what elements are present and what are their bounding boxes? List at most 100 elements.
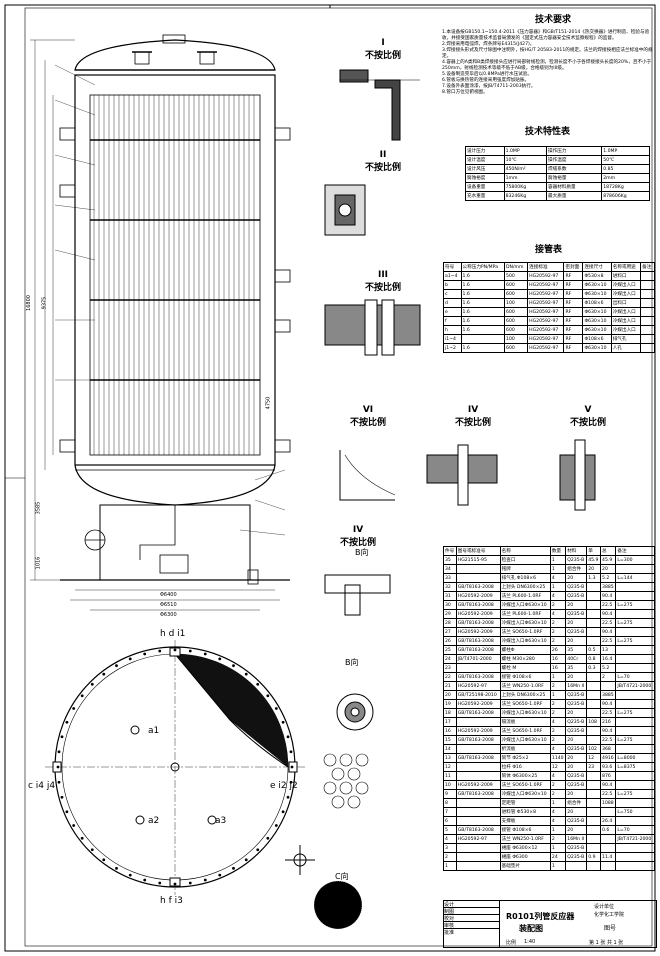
table-cell: GB/T8163-2008 [455, 753, 501, 763]
table-cell: 1140 [549, 753, 567, 763]
table-cell: 容器材料质量 [546, 182, 603, 192]
table-cell: HG20592-97 [527, 298, 565, 308]
table-cell: Q235-B [565, 609, 588, 619]
table-cell [455, 807, 501, 817]
table-cell: HG20592-97 [455, 681, 501, 691]
table-cell [455, 717, 501, 727]
table-cell: 设计压力 [465, 146, 505, 156]
table-cell: 35 [565, 645, 588, 655]
table-cell: 1.6 [460, 280, 506, 290]
table-cell [586, 627, 602, 637]
table-cell: HG20592-2009 [455, 726, 501, 736]
table-cell: HG20592-97 [527, 334, 565, 344]
table-cell: 450N/m² [503, 164, 548, 174]
table-cell: 1 [549, 843, 567, 853]
table-cell: 4 [549, 744, 567, 754]
table-cell: HG20592-97 [527, 316, 565, 326]
table-cell: L=8000 [615, 753, 655, 763]
table-cell: 90.4 [600, 627, 617, 637]
tech-requirement-item: 6.管板与换热管的连接采用强度焊加贴胀。 [442, 78, 530, 83]
table-cell: b [443, 280, 462, 290]
table-cell: 2 [600, 672, 617, 682]
dim-3585: 3585 [35, 501, 42, 515]
table-cell: 26.4 [600, 816, 617, 826]
table-cell: GB/T8163-2008 [455, 825, 501, 835]
tube-hole [331, 795, 345, 809]
table-cell: RF [563, 280, 584, 290]
table-cell: 2 [549, 636, 567, 646]
bolt-hole [65, 720, 69, 724]
table-cell: 22.5 [600, 789, 617, 799]
table-cell: 20 [443, 690, 457, 700]
label-drawing-no: 图号 [604, 925, 617, 932]
table-cell: L=275 [615, 636, 655, 646]
table-cell: 冷媒出入口Φ630×10 [499, 789, 551, 799]
table-cell [615, 861, 655, 871]
table-cell: 螺栓 M [499, 663, 551, 673]
detail-II [324, 184, 366, 236]
table-cell: i1~4 [443, 334, 462, 344]
plan-label-top: h d i1 [160, 629, 186, 639]
table-header-cell: DN/mm [504, 262, 529, 272]
plan-label-a3: a3 [215, 816, 227, 826]
bolt-hole [188, 881, 192, 885]
table-cell [615, 699, 655, 709]
table-cell [615, 852, 655, 862]
table-cell: 35 [565, 663, 588, 673]
tube-hole [355, 753, 369, 767]
table-cell: GB/T8163-2008 [455, 600, 501, 610]
table-cell: 组合件 [565, 798, 588, 808]
table-cell: 法兰 PL600-1.0RF [499, 591, 551, 601]
table-cell: 4 [549, 717, 567, 727]
table-cell [615, 564, 655, 574]
table-cell: 20 [565, 762, 588, 772]
table-cell: 1.0MP [503, 146, 548, 156]
tech-requirement-item: 5.设备制造完毕后以0.8MPa进行水压试验。 [442, 72, 532, 77]
table-cell: 进料口 [610, 271, 642, 281]
drawing-name-2: 装配图 [519, 924, 543, 933]
table-cell [455, 852, 501, 862]
table-cell: 拉杆 Φ16 [499, 762, 551, 772]
table-cell: RF [563, 334, 584, 344]
table-cell: 充水重量 [465, 191, 505, 201]
table-cell: 2 [549, 834, 567, 844]
bolt-hole [203, 878, 207, 882]
table-cell: HG20592-97 [527, 289, 565, 299]
table-cell: 2 [549, 681, 567, 691]
table-cell [586, 780, 602, 790]
table-cell: 32 [443, 582, 457, 592]
table-header-cell: 数量 [549, 546, 567, 556]
bolt-hole [90, 848, 94, 852]
table-cell: L=275 [615, 600, 655, 610]
bolt-hole [102, 858, 106, 862]
table-cell: 600 [504, 343, 529, 353]
table-cell: 90.4 [600, 780, 617, 790]
table-cell: 隔流板 [499, 717, 551, 727]
table-cell: 1 [549, 798, 567, 808]
table-cell: 组合件 [565, 564, 588, 574]
table-cell [615, 744, 655, 754]
bolt-hole [128, 657, 132, 661]
table-cell: HG20592-97 [527, 271, 565, 281]
plan-label-left: c i4 j4 [28, 781, 56, 791]
bolt-hole [57, 750, 61, 754]
table-cell: 13 [600, 645, 617, 655]
table-cell: Φ630×10 [582, 307, 612, 317]
table-cell: f [443, 316, 462, 326]
table-cell: 24 [443, 654, 457, 664]
bolt-hole [218, 873, 222, 877]
table-cell: 500 [504, 271, 529, 281]
table-cell: Q235-B [565, 843, 588, 853]
table-cell: 2 [549, 735, 567, 745]
table-cell: 2 [549, 627, 567, 637]
